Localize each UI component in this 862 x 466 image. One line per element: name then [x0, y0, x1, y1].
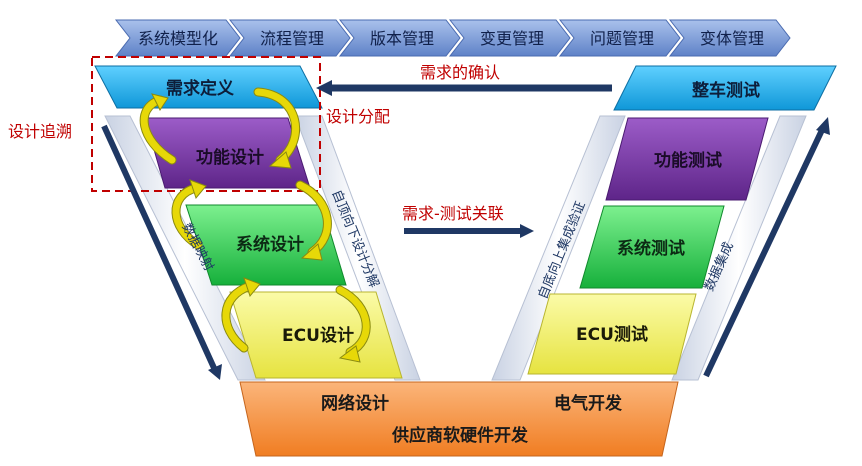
stage-label: 系统测试: [617, 238, 685, 259]
supplier-dev-label: 供应商软硬件开发: [391, 425, 529, 446]
stage-ecu-design[interactable]: ECU设计: [229, 291, 403, 379]
tab-label: 版本管理: [370, 29, 434, 48]
highlight-box: [91, 56, 321, 192]
design-trace-label: 设计追溯: [8, 122, 72, 141]
design-trace-arrow: [101, 124, 222, 380]
design-loop-arrowheads: [151, 93, 361, 363]
req-test-link-arrow: [404, 224, 534, 238]
tab-process-management[interactable]: 流程管理: [228, 19, 351, 57]
tab-variant-management[interactable]: 变体管理: [668, 19, 791, 57]
tab-label: 问题管理: [590, 29, 654, 48]
data-integration-arrow: [703, 117, 830, 378]
stage-label: 整车测试: [692, 80, 760, 101]
tab-label: 变体管理: [700, 29, 764, 48]
stage-label: 功能设计: [196, 147, 264, 168]
right-band: [671, 115, 807, 381]
tab-label: 变更管理: [480, 29, 544, 48]
stage-label: 功能测试: [654, 150, 722, 171]
req-test-link-label: 需求-测试关联: [402, 204, 504, 223]
tab-change-management[interactable]: 变更管理: [448, 19, 571, 57]
stage-system-test[interactable]: 系统测试: [579, 205, 725, 289]
stage-ecu-test[interactable]: ECU测试: [527, 293, 697, 375]
tab-label: 流程管理: [260, 29, 324, 48]
electrical-dev-label: 电气开发: [554, 393, 623, 414]
right-inner-band: [491, 115, 626, 381]
req-confirm-arrow: [316, 80, 612, 96]
stage-system-design[interactable]: 系统设计: [185, 204, 347, 286]
tab-bar: 系统模型化 流程管理 版本管理 变更管理 问题管理 变体管理: [114, 19, 791, 57]
tab-version-management[interactable]: 版本管理: [338, 19, 461, 57]
stage-vehicle-test[interactable]: 整车测试: [613, 65, 837, 111]
design-allocation-label: 设计分配: [326, 107, 390, 126]
stage-function-test[interactable]: 功能测试: [605, 117, 769, 201]
stage-label: 系统设计: [236, 234, 304, 255]
tab-system-modeling[interactable]: 系统模型化: [114, 19, 241, 57]
supplier-development-block[interactable]: 网络设计 电气开发 供应商软硬件开发: [239, 381, 679, 457]
stage-label: ECU测试: [576, 324, 648, 345]
tab-label: 系统模型化: [138, 29, 218, 48]
network-design-label: 网络设计: [321, 393, 389, 414]
tab-issue-management[interactable]: 问题管理: [558, 19, 681, 57]
stage-label: ECU设计: [282, 325, 354, 346]
req-confirm-label: 需求的确认: [420, 63, 500, 82]
stage-label: 需求定义: [166, 78, 234, 99]
